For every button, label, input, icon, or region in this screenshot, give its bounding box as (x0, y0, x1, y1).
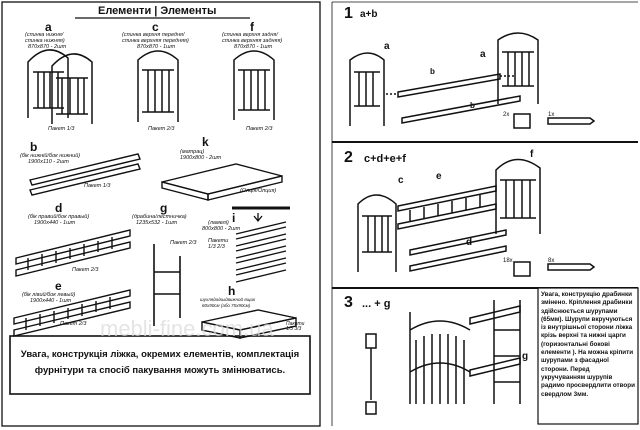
element-k-size: 1900x800 - 2шт (180, 155, 222, 161)
element-h-pack: Пакети 1/3 3/3 (286, 321, 305, 332)
element-e-size: 1900x440 - 1шт (30, 298, 72, 304)
element-f-pack: Пакет 2/3 (246, 126, 273, 132)
element-a-size: 870x870 - 2шт (28, 44, 67, 50)
element-i-drawing (232, 206, 290, 283)
step-2-label-d: d (466, 237, 473, 248)
element-k-letter: k (202, 135, 209, 149)
step-2-label-f: f (530, 149, 534, 160)
element-f-desc1: (спинка верхня задня/ (222, 32, 278, 38)
element-a-desc2: спинка нижняя) (25, 38, 65, 44)
element-f-letter: f (250, 20, 254, 34)
element-h-desc: шухляда/выдвижной ящик (200, 297, 256, 302)
ladder-note-box (537, 287, 639, 425)
left-panel-border (1, 1, 321, 427)
element-a-pack: Пакет 1/3 (48, 126, 75, 132)
element-i-letter: i (232, 211, 236, 225)
element-f-drawing (233, 50, 275, 120)
step-3-drawing (365, 300, 521, 415)
element-c-drawing (137, 50, 179, 122)
step-1-label-a: a (384, 41, 390, 52)
page-title: Елементи | Элементы (98, 5, 217, 17)
step-2-label: c+d+e+f (364, 153, 406, 165)
step-2-number: 2 (344, 149, 353, 166)
element-f-desc2: спинка верхняя задняя) (222, 38, 283, 44)
step-1-drawing (349, 32, 596, 129)
element-c-desc1: (спинка верхня передня/ (122, 32, 185, 38)
element-h-drawing (201, 309, 297, 339)
element-b-letter: b (30, 140, 38, 154)
element-a-drawing (27, 49, 93, 124)
element-k-desc: (матрац) (180, 149, 205, 155)
step-2-qty-screw: 8x (548, 258, 555, 264)
element-b-pack: Пакет 1/3 (84, 183, 111, 189)
element-e-pack: Пакет 2/3 (60, 321, 87, 327)
element-e-desc: (бік лівий/бок левый) (22, 292, 76, 298)
notice-line-1: Увага, конструкція ліжка, окремих елемен… (20, 349, 300, 360)
element-d-desc: (бік правий/бок правый) (28, 214, 90, 220)
element-d-letter: d (55, 201, 63, 215)
element-d-drawing (15, 229, 131, 277)
element-g-size: 1235x532 - 1шт (136, 220, 178, 226)
element-g-pack: Пакет 2/3 (170, 240, 197, 246)
step-2-qty-dowel: 18x (503, 258, 513, 264)
step-1-label-a-right: a (480, 49, 486, 60)
element-e-letter: e (55, 279, 62, 293)
element-f-size: 870x870 - 1шт (234, 44, 273, 50)
element-d-pack: Пакет 2/3 (72, 267, 99, 273)
element-i-size: 800x800 - 2шт (202, 226, 241, 232)
element-g-desc: (драбина/лестничка) (132, 214, 187, 220)
notice-box (9, 335, 311, 395)
element-a-desc1: (спинка нижня/ (25, 32, 64, 38)
element-g-letter: g (160, 201, 168, 215)
step-1-number: 1 (344, 5, 353, 22)
step-1-label-b-bottom: b (470, 101, 475, 110)
element-g-drawing (153, 244, 181, 326)
step-1-qty-dowel: 2x (503, 112, 510, 118)
element-k-pack: (Опція/Опция) (240, 188, 277, 194)
step-1-label-b-top: b (430, 67, 435, 76)
watermark: mebli-fine.com.ua (100, 316, 274, 341)
element-i-desc: (ламелі) (208, 220, 229, 226)
element-b-desc: (бік нижній/бок нижний) (20, 153, 81, 159)
notice-line-2: фурнітури та спосіб пакування можуть змі… (34, 365, 286, 376)
element-a-letter: a (45, 20, 52, 34)
step-1-qty-screw: 1x (548, 112, 555, 118)
step-1-label: a+b (360, 9, 378, 20)
step-3-label: ... + g (362, 298, 391, 310)
element-h-size: 60x90см (або 75x90см) (202, 303, 251, 308)
element-b-drawing (29, 153, 141, 196)
element-c-pack: Пакет 2/3 (148, 126, 175, 132)
step-2-label-e: e (436, 171, 442, 182)
element-d-size: 1900x440 - 1шт (34, 220, 76, 226)
ladder-note-text: Увага, конструкцію драбинки змінено. Крі… (541, 291, 635, 398)
element-c-desc2: спинка верхняя передняя) (122, 38, 189, 44)
element-h-letter: h (228, 284, 236, 298)
element-c-letter: c (152, 20, 159, 34)
element-e-drawing (13, 289, 131, 337)
step-2-drawing (357, 158, 596, 277)
element-c-size: 870x870 - 1шт (137, 44, 176, 50)
step-2-label-c: c (398, 175, 404, 186)
element-b-size: 1900x110 - 2шт (28, 159, 69, 165)
step-3-number: 3 (344, 294, 353, 311)
step-3-label-g: g (522, 351, 529, 362)
element-i-pack: Пакети 1/3 2/3 (208, 238, 229, 250)
element-k-drawing (161, 163, 283, 201)
